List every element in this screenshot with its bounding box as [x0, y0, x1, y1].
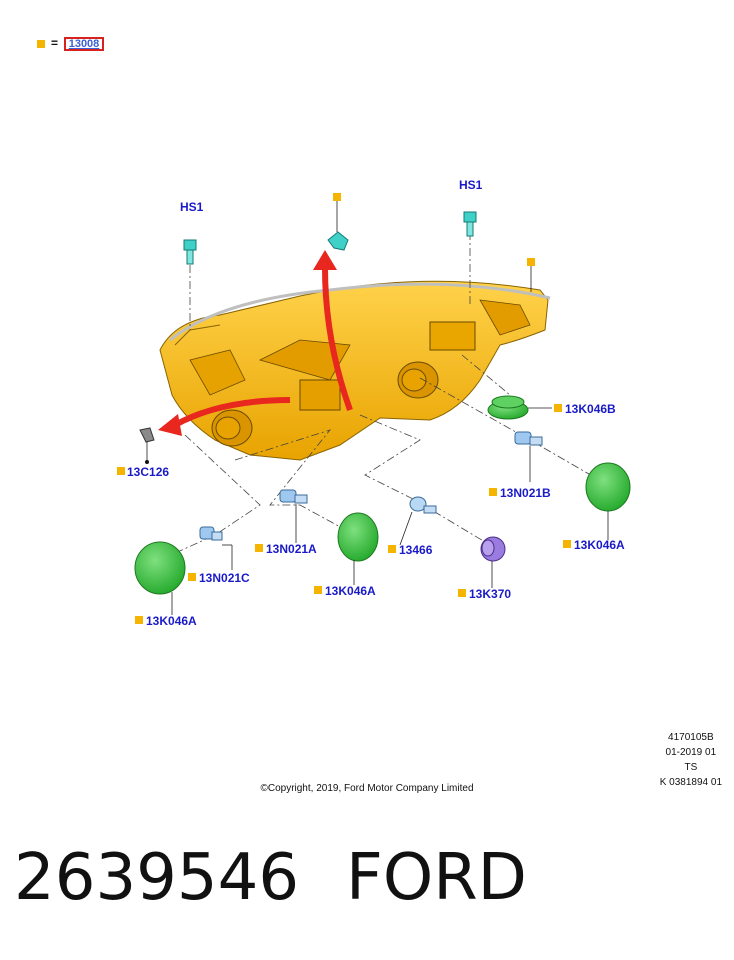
ref-line-4: K 0381894 01 [659, 777, 722, 788]
callout-13k046a-mid[interactable]: 13K046A [325, 584, 376, 598]
callout-13n021b[interactable]: 13N021B [500, 486, 551, 500]
callout-hs1-left[interactable]: HS1 [180, 200, 204, 214]
bulb-13n021c-icon[interactable] [199, 526, 223, 541]
headlamp-housing [159, 280, 551, 461]
clip-top-icon[interactable] [327, 231, 349, 251]
ref-line-2: 01-2019 01 [665, 747, 717, 758]
dust-cover-13k046b-icon[interactable] [487, 395, 529, 420]
bulb-13n021b-icon[interactable] [514, 431, 543, 446]
screw-hs1-right-icon[interactable] [463, 211, 477, 237]
legend-swatch-icon [37, 40, 45, 48]
callout-13k046a-right[interactable]: 13K046A [574, 538, 625, 552]
callout-13n021c[interactable]: 13N021C [199, 571, 250, 585]
callout-13n021a[interactable]: 13N021A [266, 542, 317, 556]
legend-part-link[interactable]: 13008 [64, 37, 104, 51]
callout-13c126[interactable]: 13C126 [127, 465, 169, 479]
callout-13466[interactable]: 13466 [399, 543, 433, 557]
legend-equals: = [51, 36, 59, 50]
footer-brand: FORD [346, 841, 527, 915]
callout-13k370[interactable]: 13K370 [469, 587, 511, 601]
bulb-13n021a-icon[interactable] [279, 489, 308, 504]
callout-hs1-right[interactable]: HS1 [459, 178, 483, 192]
bulb-13466-icon[interactable] [409, 496, 437, 514]
socket-13k370-icon[interactable] [480, 536, 506, 562]
copyright-notice: ©Copyright, 2019, Ford Motor Company Lim… [260, 783, 474, 794]
callout-swatches [117, 193, 571, 624]
ref-line-1: 4170105B [668, 732, 714, 743]
callout-13k046a-left[interactable]: 13K046A [146, 614, 197, 628]
ref-line-3: TS [684, 762, 698, 773]
arrow-up-icon [313, 250, 337, 270]
dust-cover-13k046a-mid-icon[interactable] [337, 512, 379, 562]
arrow-left-icon [158, 414, 182, 436]
dust-cover-13k046a-right-icon[interactable] [585, 462, 631, 512]
part-13c126-icon[interactable] [139, 427, 155, 443]
drawing-reference: 4170105B 01-2019 01 TS K 0381894 01 [660, 730, 722, 790]
screw-hs1-left-icon[interactable] [183, 239, 197, 265]
dust-cover-13k046a-left-icon[interactable] [134, 541, 186, 595]
removal-arrows [158, 250, 353, 436]
footer-part-code: 2639546 [14, 841, 300, 915]
callout-13k046b[interactable]: 13K046B [565, 402, 616, 416]
